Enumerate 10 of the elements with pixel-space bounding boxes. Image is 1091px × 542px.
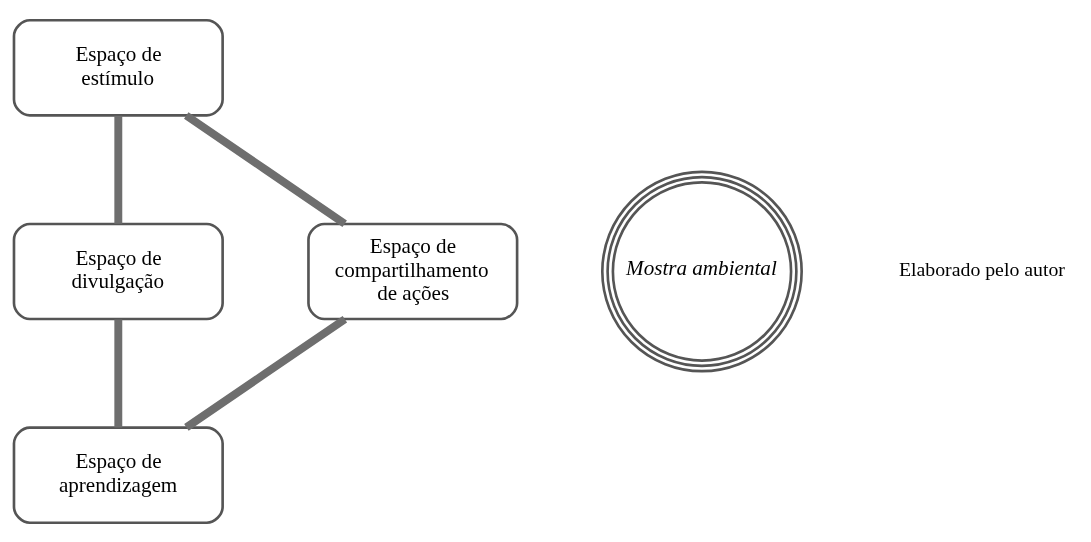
node-box: Espaço de compartilhamento de ações (307, 222, 519, 320)
node-box: Espaço de estímulo (12, 18, 224, 117)
label: Elaborado pelo autor (898, 257, 1065, 280)
connector (184, 111, 347, 227)
node-box: Espaço de divulgação (12, 222, 224, 320)
connector (114, 115, 123, 224)
node-circle: Mostra ambiental (601, 170, 803, 372)
node-box: Espaço de aprendizagem (12, 425, 224, 524)
connector (114, 318, 123, 427)
connector (184, 315, 348, 431)
